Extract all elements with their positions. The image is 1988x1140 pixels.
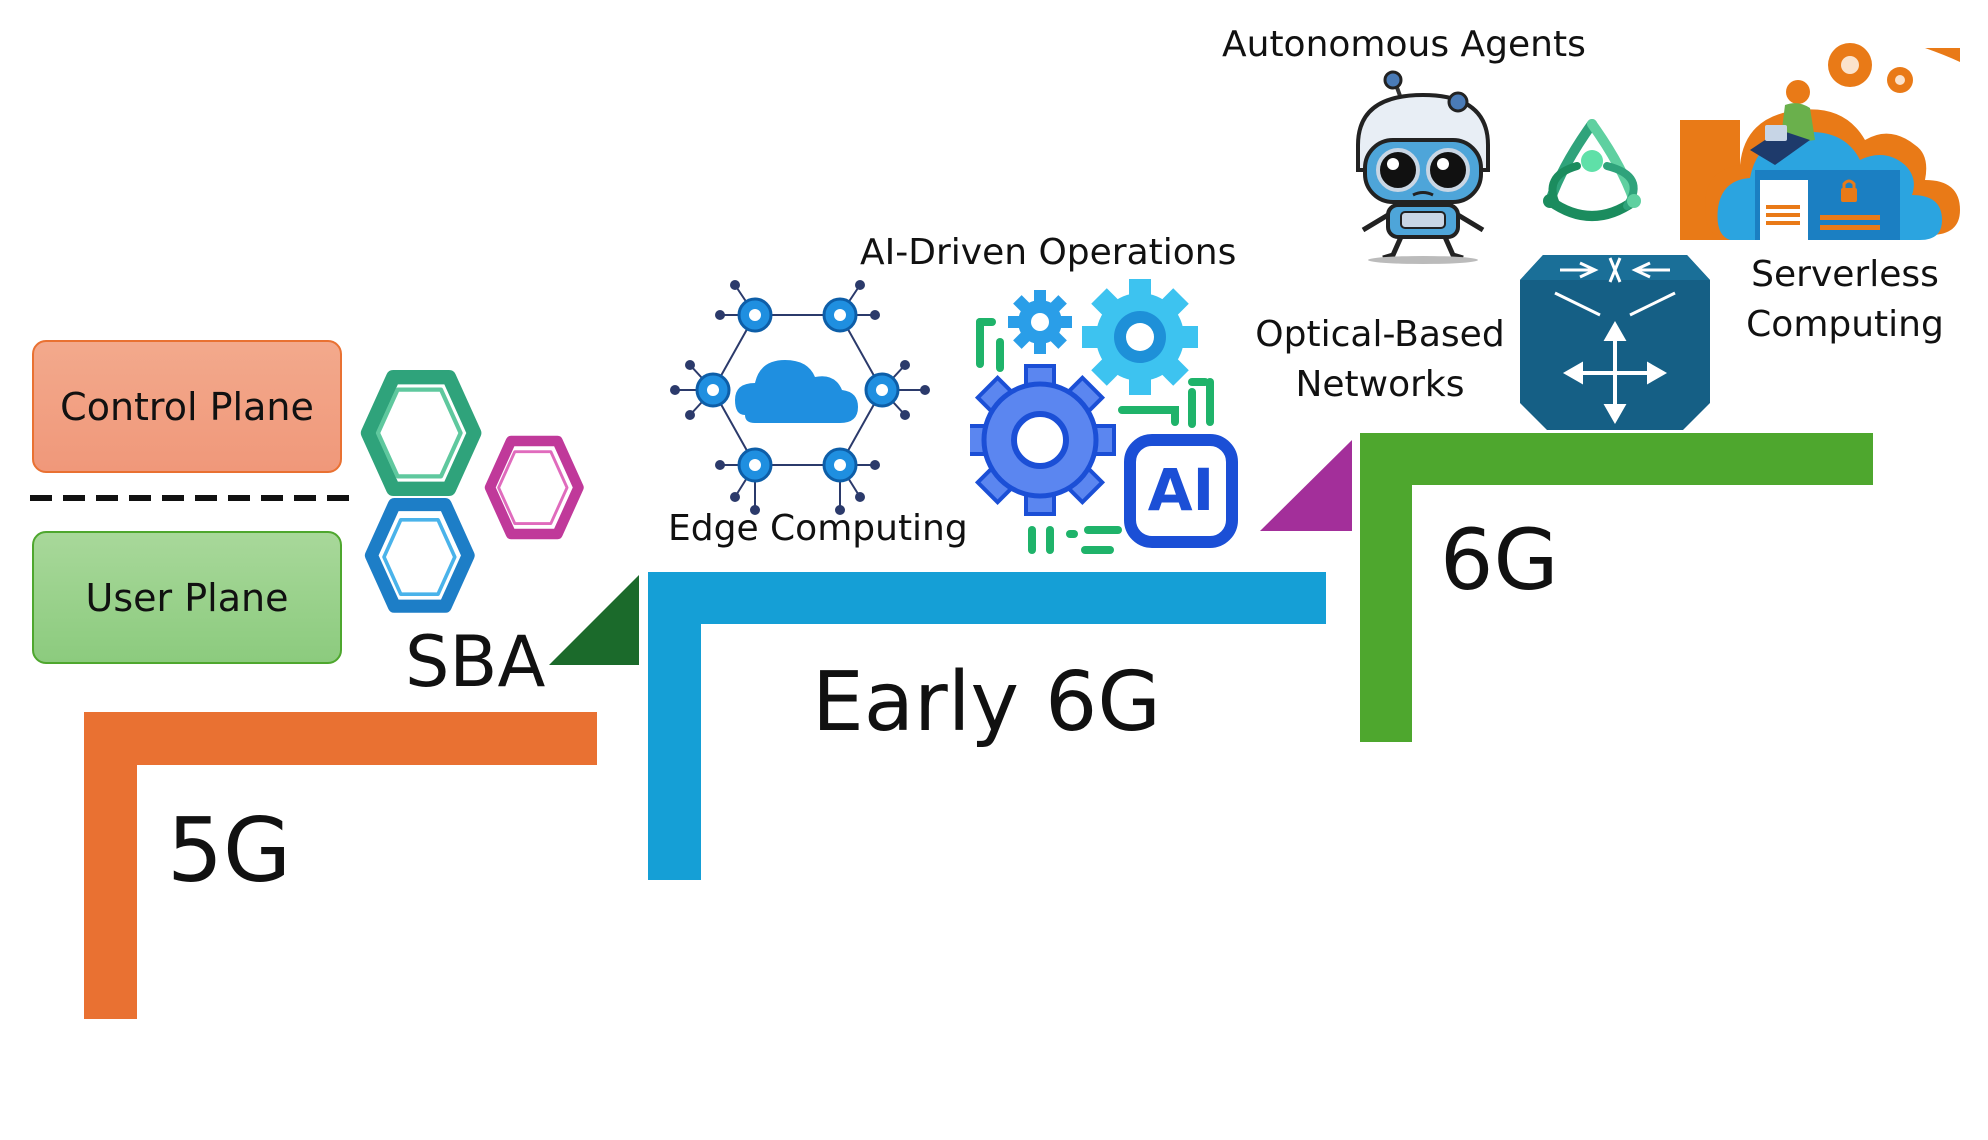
connector-triangle-green — [549, 575, 639, 665]
step-6g-shape — [1360, 433, 1873, 742]
optical-networks-line2: Networks — [1295, 364, 1465, 406]
stage-label-5g: 5G — [167, 799, 292, 902]
autonomous-agents-label: Autonomous Agents — [1222, 24, 1586, 65]
connector-triangle-purple — [1260, 440, 1352, 531]
stage-label-6g: 6G — [1440, 511, 1559, 609]
user-plane-box: User Plane — [32, 531, 342, 664]
stage-label-early6g: Early 6G — [812, 655, 1161, 750]
sba-label: SBA — [405, 621, 546, 703]
tri-node-icon — [1543, 119, 1641, 221]
user-plane-label: User Plane — [85, 575, 289, 620]
ai-gears-icon: AI — [970, 279, 1238, 554]
ai-operations-label: AI-Driven Operations — [860, 232, 1237, 273]
serverless-computing-label: Serverless Computing — [1735, 250, 1955, 351]
cloud-server-icon — [1680, 43, 1960, 240]
optical-networks-label: Optical-Based Networks — [1245, 310, 1515, 411]
svg-text:AI: AI — [1148, 456, 1214, 524]
optical-switch-icon — [1520, 255, 1710, 430]
control-plane-box: Control Plane — [32, 340, 342, 473]
serverless-computing-line2: Computing — [1746, 304, 1944, 346]
hexagon-cluster-icon — [360, 370, 584, 613]
cloud-network-icon — [670, 280, 930, 515]
control-plane-label: Control Plane — [60, 384, 314, 429]
step-early6g-shape — [648, 572, 1326, 880]
robot-icon — [1356, 70, 1490, 264]
step-5g-shape — [84, 712, 597, 1019]
edge-computing-label: Edge Computing — [668, 508, 968, 549]
optical-networks-line1: Optical-Based — [1255, 314, 1505, 355]
serverless-computing-line1: Serverless — [1751, 254, 1939, 295]
